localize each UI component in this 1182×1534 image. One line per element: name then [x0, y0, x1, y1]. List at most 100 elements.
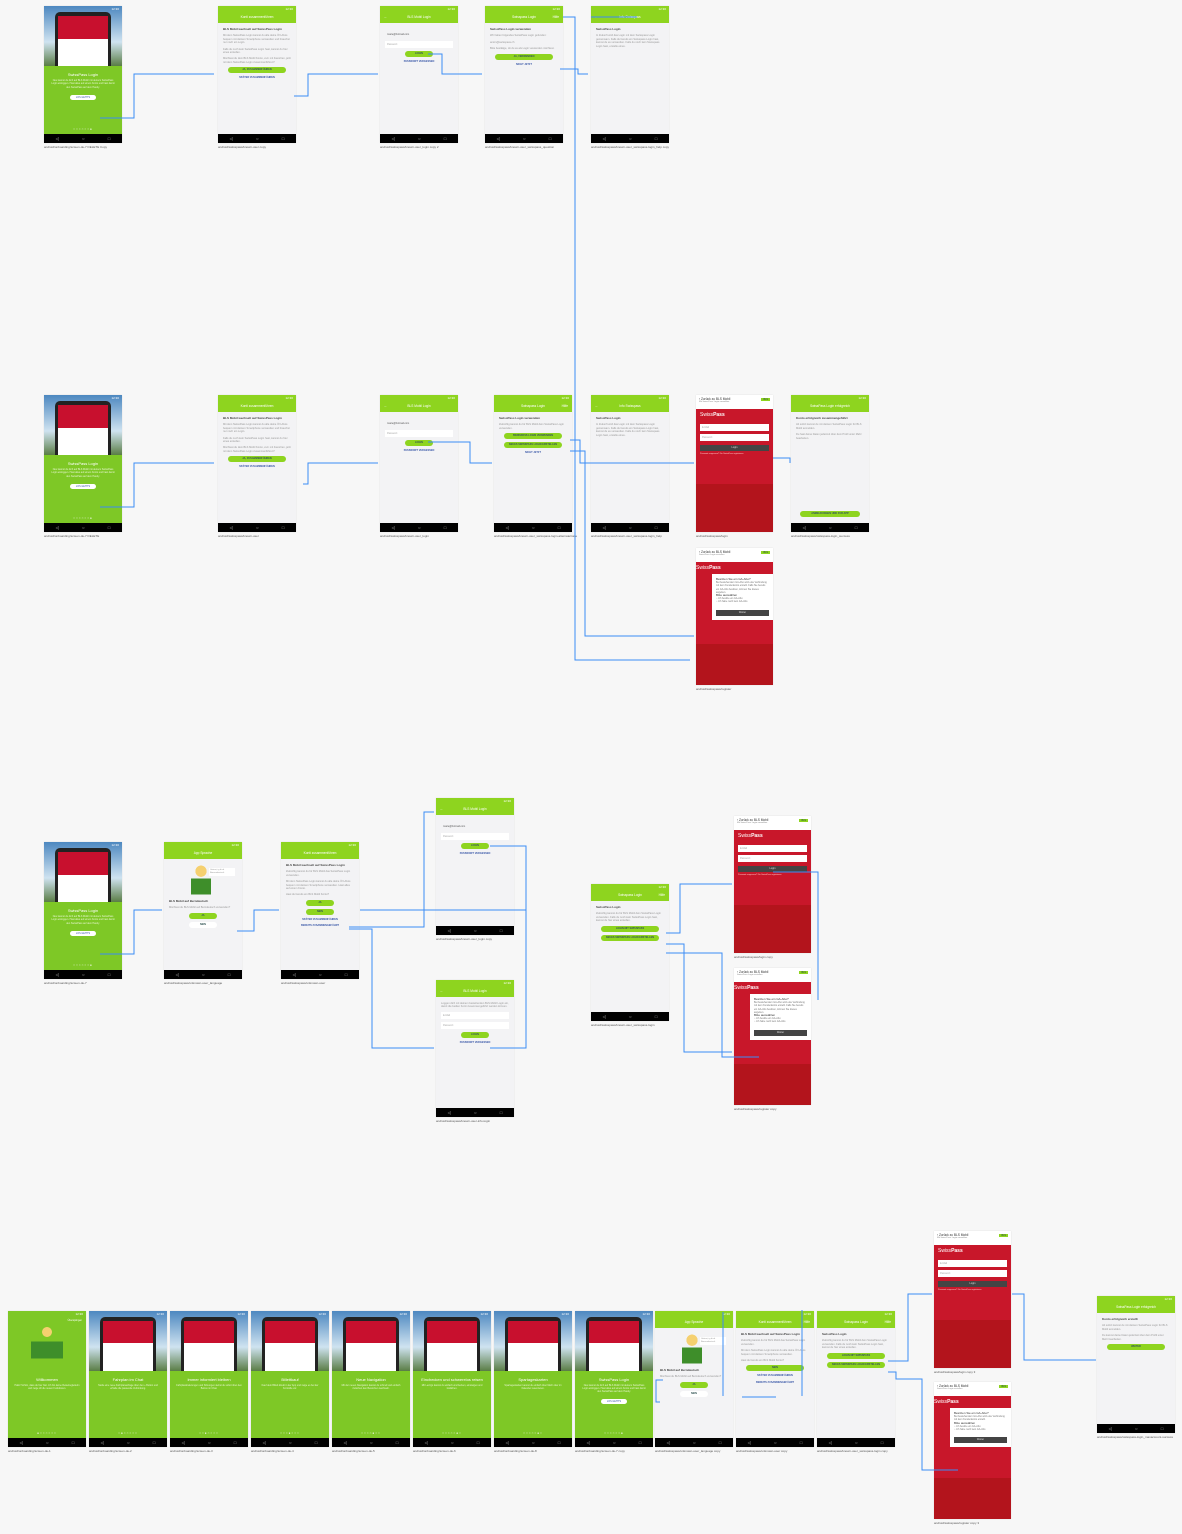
lets-go-button[interactable]: LOS GEHT'S: [69, 483, 97, 489]
recents-nav-icon[interactable]: □: [107, 525, 111, 530]
recents-nav-icon[interactable]: □: [1160, 1426, 1164, 1431]
radio-option[interactable]: ○ Ich habe noch kein GA-Abo: [954, 1428, 1007, 1431]
recents-nav-icon[interactable]: □: [227, 972, 231, 977]
email-field[interactable]: E-Mail: [738, 845, 807, 852]
recents-nav-icon[interactable]: □: [107, 136, 111, 141]
back-nav-icon[interactable]: ◁: [447, 1110, 451, 1115]
back-to-app-link[interactable]: ‹ Zurück zu BLS Mobil: [699, 397, 731, 401]
recents-nav-icon[interactable]: □: [880, 1440, 884, 1445]
recents-nav-icon[interactable]: □: [557, 1440, 561, 1445]
login-button[interactable]: Login: [738, 866, 807, 872]
radio-option[interactable]: ○ Ich habe noch kein GA-Abo: [716, 600, 769, 603]
lets-go-button[interactable]: LOS GEHT'S: [69, 94, 97, 100]
password-field[interactable]: Passwort: [441, 1021, 509, 1029]
back-nav-icon[interactable]: ◁: [391, 525, 395, 530]
email-field[interactable]: E-Mail: [938, 1260, 1007, 1267]
recents-nav-icon[interactable]: □: [557, 525, 561, 530]
home-nav-icon[interactable]: ○: [613, 1440, 616, 1445]
neues-swisspass-login-erstellen-button[interactable]: NEUES SWISSPASS LOGIN ERSTELLEN: [600, 934, 660, 941]
später-zusammenführen-link[interactable]: SPÄTER ZUSAMMENFÜHREN: [302, 917, 338, 921]
login-button[interactable]: LOGIN: [405, 51, 433, 57]
back-nav-icon[interactable]: ◁: [343, 1440, 347, 1445]
radio-icon[interactable]: ○: [716, 597, 719, 601]
help-button[interactable]: Hilfe: [803, 1320, 810, 1324]
recents-nav-icon[interactable]: □: [476, 1440, 480, 1445]
forgot-password-link[interactable]: Passwort vergessen?: [938, 1289, 958, 1291]
nicht-jetzt-link[interactable]: NICHT JETZT: [525, 451, 541, 455]
continue-button[interactable]: Weiter: [954, 1437, 1007, 1444]
radio-icon[interactable]: ○: [716, 600, 719, 604]
swisspass-login-verwenden-button[interactable]: SWISSPASS LOGIN VERWENDEN: [503, 433, 563, 440]
back-nav-icon[interactable]: ◁: [666, 1440, 670, 1445]
back-to-app-link[interactable]: ‹ Zurück zu BLS Mobil: [937, 1233, 969, 1237]
back-nav-icon[interactable]: ◁: [747, 1440, 751, 1445]
recents-nav-icon[interactable]: □: [499, 1110, 503, 1115]
back-nav-icon[interactable]: ◁: [1108, 1426, 1112, 1431]
ja-zusammenführen-button[interactable]: JA, ZUSAMMENFÜHREN: [227, 456, 287, 463]
später-zusammenführen-link[interactable]: SPÄTER ZUSAMMENFÜHREN: [239, 465, 275, 469]
recents-nav-icon[interactable]: □: [499, 928, 503, 933]
recents-nav-icon[interactable]: □: [654, 525, 658, 530]
home-nav-icon[interactable]: ○: [82, 525, 85, 530]
back-nav-icon[interactable]: ◁: [828, 1440, 832, 1445]
später-zusammenführen-link[interactable]: SPÄTER ZUSAMMENFÜHREN: [239, 76, 275, 80]
forgot-password-link[interactable]: Passwort vergessen?: [738, 874, 758, 876]
recents-nav-icon[interactable]: □: [799, 1440, 803, 1445]
back-arrow-icon[interactable]: ←: [440, 989, 444, 993]
recents-nav-icon[interactable]: □: [443, 525, 447, 530]
recents-nav-icon[interactable]: □: [71, 1440, 75, 1445]
login-mit-swisspass-button[interactable]: LOGIN MIT SWISSPASS: [826, 1352, 886, 1359]
recents-nav-icon[interactable]: □: [395, 1440, 399, 1445]
password-field[interactable]: Passwort: [738, 855, 807, 862]
back-nav-icon[interactable]: ◁: [175, 972, 179, 977]
continue-button[interactable]: Weiter: [716, 609, 769, 616]
password-field[interactable]: Passwort: [938, 1270, 1007, 1277]
home-nav-icon[interactable]: ○: [629, 525, 632, 530]
home-nav-icon[interactable]: ○: [532, 525, 535, 530]
password-field[interactable]: Passwort: [385, 41, 453, 48]
home-nav-icon[interactable]: ○: [474, 928, 477, 933]
back-nav-icon[interactable]: ◁: [586, 1440, 590, 1445]
back-nav-icon[interactable]: ◁: [802, 525, 806, 530]
home-nav-icon[interactable]: ○: [532, 1440, 535, 1445]
email-field[interactable]: marie@hotmail.com: [443, 825, 466, 828]
lets-go-button[interactable]: LOS GEHT'S: [600, 1399, 628, 1405]
recents-nav-icon[interactable]: □: [638, 1440, 642, 1445]
password-field[interactable]: Passwort: [441, 833, 509, 840]
register-link[interactable]: Für SwissPass registrieren: [957, 1289, 982, 1291]
back-nav-icon[interactable]: ◁: [505, 1440, 509, 1445]
bereits-zusammengeführt-link[interactable]: BEREITS ZUSAMMENGEFÜHRT: [300, 924, 340, 928]
home-nav-icon[interactable]: ○: [523, 136, 526, 141]
passwort-vergessen-link[interactable]: PASSWORT VERGESSEN: [403, 449, 435, 452]
home-nav-icon[interactable]: ○: [855, 1440, 858, 1445]
passwort-vergessen-link[interactable]: PASSWORT VERGESSEN: [403, 60, 435, 63]
back-arrow-icon[interactable]: ←: [595, 15, 599, 19]
back-nav-icon[interactable]: ◁: [602, 1014, 606, 1019]
help-button[interactable]: Hilfe: [884, 1320, 891, 1324]
email-field[interactable]: E-Mail: [441, 1011, 509, 1019]
email-field[interactable]: marie@hotmail.com: [387, 33, 410, 36]
ja-zusammenführen-button[interactable]: JA, ZUSAMMENFÜHREN: [227, 67, 287, 74]
back-nav-icon[interactable]: ◁: [424, 1440, 428, 1445]
back-arrow-icon[interactable]: ←: [384, 15, 388, 19]
ja-button[interactable]: JA: [189, 912, 217, 919]
recents-nav-icon[interactable]: □: [281, 525, 285, 530]
back-nav-icon[interactable]: ◁: [505, 525, 509, 530]
home-nav-icon[interactable]: ○: [46, 1440, 49, 1445]
radio-option[interactable]: ○ Ich besitze ein GA-Abo: [716, 597, 769, 600]
back-nav-icon[interactable]: ◁: [55, 972, 59, 977]
ja-button[interactable]: JA: [680, 1381, 708, 1388]
continue-button[interactable]: Weiter: [754, 1029, 807, 1036]
ja-verwenden-button[interactable]: JA, VERWENDEN: [494, 53, 554, 60]
ja-button[interactable]: JA: [306, 899, 334, 906]
recents-nav-icon[interactable]: □: [344, 972, 348, 977]
home-nav-icon[interactable]: ○: [418, 525, 421, 530]
home-nav-icon[interactable]: ○: [774, 1440, 777, 1445]
home-nav-icon[interactable]: ○: [418, 136, 421, 141]
back-arrow-icon[interactable]: ←: [384, 404, 388, 408]
back-nav-icon[interactable]: ◁: [602, 136, 606, 141]
passwort-vergessen-link[interactable]: PASSWORT VERGESSEN: [459, 1040, 491, 1044]
home-nav-icon[interactable]: ○: [82, 136, 85, 141]
home-nav-icon[interactable]: ○: [629, 1014, 632, 1019]
recents-nav-icon[interactable]: □: [152, 1440, 156, 1445]
